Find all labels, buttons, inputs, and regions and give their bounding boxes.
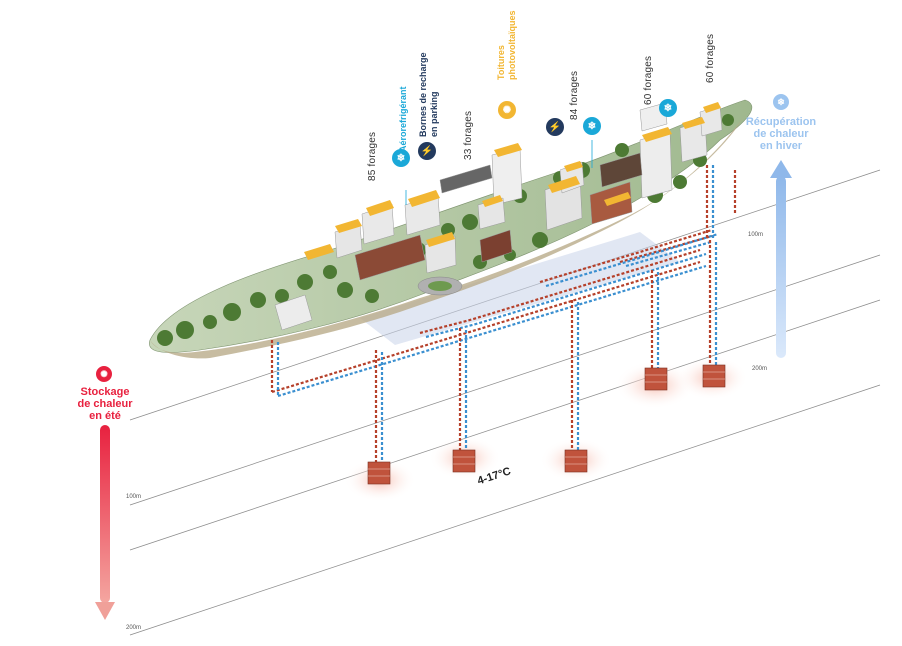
cooling-tower-icon: ❄ [583, 117, 601, 135]
depth-line [129, 299, 881, 551]
borehole-field-grid [368, 371, 725, 477]
bornes-label-line1: Bornes de recharge [418, 52, 428, 137]
depth-tick: 100m [126, 494, 142, 500]
winter-label-line2: de chaleur [753, 128, 809, 140]
sun-icon: ✺ [498, 101, 516, 119]
summer-label-line3: en été [89, 410, 121, 422]
leader-lines [405, 140, 593, 205]
summer-storage-arrow [95, 425, 115, 620]
forage-label: 84 forages [569, 70, 580, 120]
depth-tick: 100m [748, 232, 764, 238]
depth-tick: 200m [126, 625, 142, 631]
forage-label: 60 forages [643, 55, 654, 105]
toitures-label-line1: Toitures [496, 45, 506, 80]
buildings [274, 102, 723, 331]
heat-glows [344, 356, 748, 502]
summer-label-line2: de chaleur [77, 398, 133, 410]
lightning-icon: ⚡ [418, 142, 436, 160]
sun-icon: ✺ [96, 366, 112, 382]
aerorefrigerant-label: Aérorefrigérant [398, 86, 408, 152]
cooling-tower-icon: ❄ [392, 149, 410, 167]
trees [157, 114, 734, 346]
summer-storage-label: Stockage de chaleur en été [72, 386, 138, 422]
bornes-label-line2: en parking [429, 91, 439, 137]
winter-recovery-arrow [770, 160, 792, 358]
cooling-tower-icon: ❄ [659, 99, 677, 117]
winter-recovery-label: Récupération de chaleur en hiver [740, 116, 822, 152]
forage-label: 33 forages [463, 110, 474, 160]
boreholes [270, 165, 737, 462]
winter-label-line3: en hiver [759, 140, 803, 152]
forage-label: 85 forages [367, 131, 378, 181]
pipe-network [271, 228, 719, 398]
depth-line [129, 254, 881, 506]
depth-tick: 200m [752, 366, 768, 372]
toitures-label-line2: photovoltaïques [507, 10, 517, 81]
snowflake-icon: ❄ [773, 94, 789, 110]
winter-label-line1: Récupération [745, 116, 817, 128]
site-shadow [360, 232, 680, 345]
borehole-fields [367, 364, 726, 485]
summer-label-line1: Stockage [80, 386, 130, 398]
forage-label: 60 forages [705, 33, 716, 83]
depth-line [129, 384, 881, 636]
lightning-icon: ⚡ [546, 118, 564, 136]
